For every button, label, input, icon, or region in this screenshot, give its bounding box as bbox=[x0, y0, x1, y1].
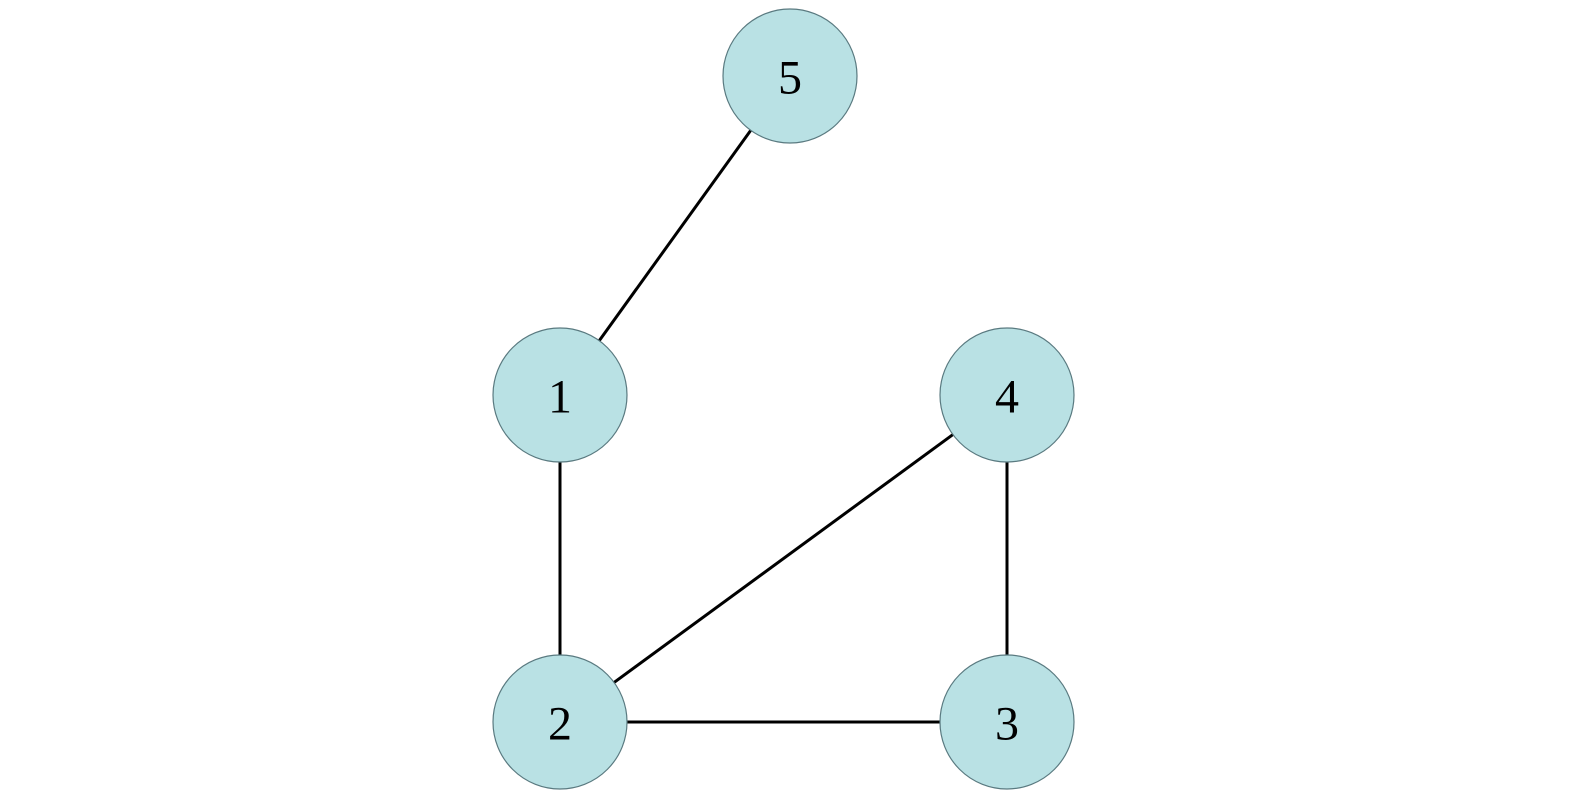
edge-5-1 bbox=[597, 129, 753, 342]
node-5: 5 bbox=[722, 8, 858, 144]
node-2-label: 2 bbox=[548, 698, 572, 751]
node-1-label: 1 bbox=[548, 371, 572, 424]
node-1: 1 bbox=[492, 327, 628, 463]
edges-layer bbox=[558, 129, 1009, 724]
node-3: 3 bbox=[939, 654, 1075, 790]
node-3-label: 3 bbox=[995, 698, 1019, 751]
edge-2-4 bbox=[613, 433, 954, 684]
node-4-label: 4 bbox=[995, 371, 1019, 424]
node-2-circle bbox=[492, 654, 628, 790]
node-5-circle bbox=[722, 8, 858, 144]
node-4: 4 bbox=[939, 327, 1075, 463]
nodes-layer: 1 2 3 4 5 bbox=[492, 8, 1075, 790]
node-2: 2 bbox=[492, 654, 628, 790]
node-4-circle bbox=[939, 327, 1075, 463]
node-5-label: 5 bbox=[778, 52, 802, 105]
node-3-circle bbox=[939, 654, 1075, 790]
node-1-circle bbox=[492, 327, 628, 463]
